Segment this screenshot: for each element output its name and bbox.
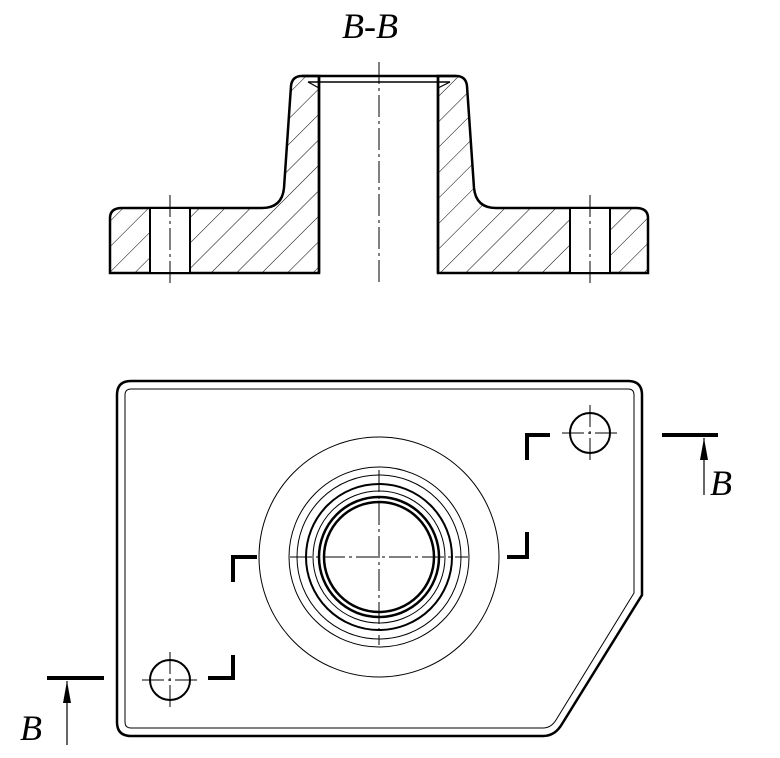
plan-centerlines: [142, 405, 618, 708]
section-title: B-B: [342, 6, 398, 46]
section-right-solid: [436, 74, 650, 275]
cutting-plane-label-left: B: [20, 708, 42, 748]
section-centerlines: [169, 62, 591, 285]
section-view: B-B: [108, 6, 650, 285]
plate-inner-outline: [124, 388, 635, 729]
cutting-plane-label-right: B: [710, 463, 732, 503]
cutting-plane-arrows: [63, 438, 708, 745]
cutting-plane-path: [47, 433, 718, 680]
section-left-solid: [108, 74, 321, 275]
plate-outline: [115, 379, 644, 738]
plan-view: B B: [20, 379, 732, 748]
